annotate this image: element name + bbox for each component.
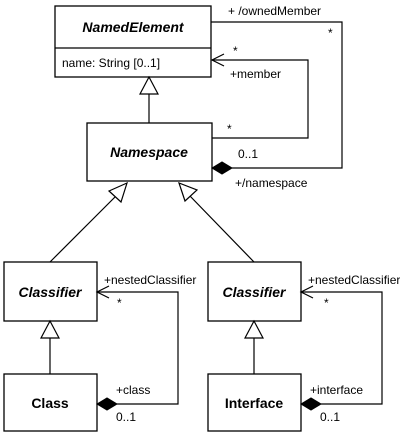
open-arrowhead — [95, 285, 110, 299]
association-owned-member — [211, 21, 343, 175]
generalization-interface-classifier — [244, 319, 264, 374]
association-line — [211, 21, 343, 169]
namespace-box — [86, 122, 213, 182]
association-member — [210, 53, 309, 139]
class-namespace[interactable]: Namespace — [86, 122, 213, 182]
generalization-class-classifier — [40, 319, 60, 374]
label-namespace-multiplicity: 0..1 — [238, 147, 258, 161]
composition-diamond — [96, 397, 118, 411]
class-named-element[interactable]: NamedElement name: String [0..1] — [54, 5, 212, 78]
label-member-multiplicity-bottom: * — [227, 122, 232, 136]
interface-title: Interface — [225, 395, 284, 411]
label-nested-right-multiplicity: * — [324, 296, 329, 310]
label-owned-member-multiplicity: * — [328, 26, 333, 40]
generalization-arrowhead — [40, 319, 60, 339]
generalization-classifier-left-namespace — [49, 181, 128, 263]
classifier-right-title: Classifier — [222, 284, 287, 300]
class-interface[interactable]: Interface — [207, 373, 302, 432]
named-element-box — [54, 5, 212, 78]
namespace-title: Namespace — [110, 144, 188, 160]
label-member-multiplicity-top: * — [233, 44, 238, 58]
composition-diamond — [211, 161, 233, 175]
open-arrowhead — [210, 53, 225, 67]
label-nested-left-multiplicity: * — [117, 296, 122, 310]
generalization-namespace-named-element — [139, 75, 159, 123]
label-namespace-role: +/namespace — [235, 176, 308, 190]
composition-diamond — [300, 397, 322, 411]
generalization-line — [49, 194, 118, 263]
class-class[interactable]: Class — [3, 373, 98, 432]
interface-box — [207, 373, 302, 432]
association-line — [97, 291, 179, 405]
label-interface-multiplicity: 0..1 — [320, 410, 340, 424]
generalization-arrowhead — [178, 181, 199, 203]
class-box — [3, 373, 98, 432]
label-owned-member: + /ownedMember — [228, 4, 321, 18]
named-element-attribute: name: String [0..1] — [62, 56, 160, 70]
class-classifier-left[interactable]: Classifier — [3, 261, 98, 322]
label-nested-classifier-left: +nestedClassifier — [104, 273, 196, 287]
classifier-left-title: Classifier — [18, 284, 83, 300]
association-nested-classifier-left — [95, 285, 179, 411]
generalization-arrowhead — [244, 319, 264, 339]
generalization-arrowhead — [107, 181, 128, 204]
association-nested-classifier-right — [299, 285, 383, 411]
class-classifier-right[interactable]: Classifier — [207, 261, 302, 322]
class-title: Class — [31, 395, 69, 411]
association-line — [301, 291, 383, 405]
label-class-multiplicity: 0..1 — [116, 410, 136, 424]
label-class-role: +class — [116, 383, 150, 397]
generalization-arrowhead — [139, 75, 159, 95]
label-nested-classifier-right: +nestedClassifier — [308, 273, 400, 287]
association-line — [212, 59, 309, 139]
open-arrowhead — [299, 285, 314, 299]
generalization-classifier-right-namespace — [178, 181, 255, 263]
generalization-line — [188, 194, 255, 263]
label-member: +member — [230, 67, 281, 81]
named-element-title: NamedElement — [82, 19, 184, 35]
label-interface-role: +interface — [310, 383, 363, 397]
